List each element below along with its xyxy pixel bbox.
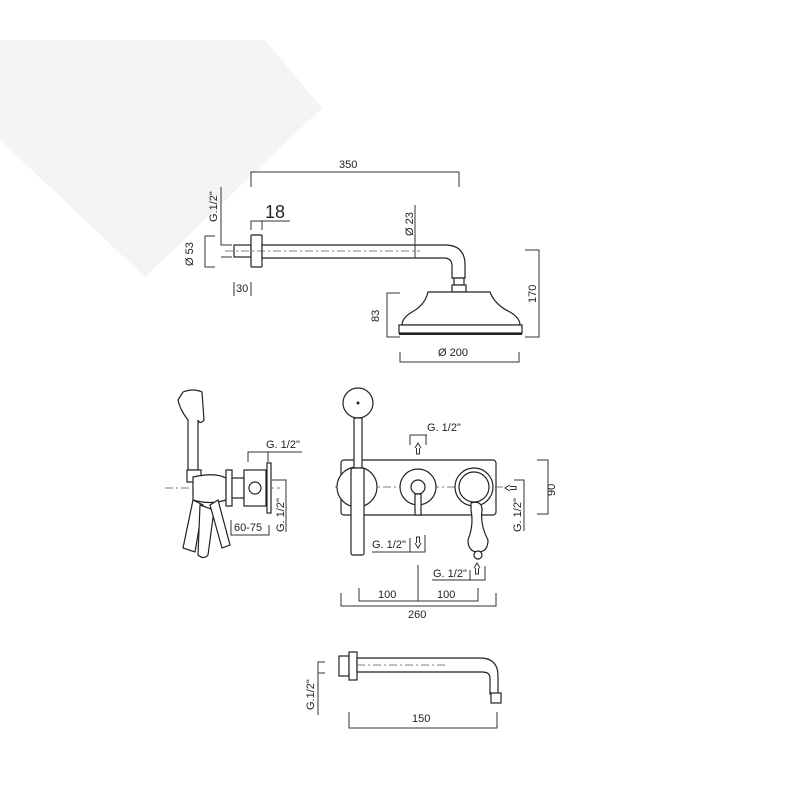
dim-plate-height: 90 (546, 484, 558, 496)
dim-front-thread-top: G. 1/2" (427, 422, 461, 434)
dim-pipe-diameter: Ø 23 (404, 212, 416, 236)
dim-front-thread-right: G. 1/2" (512, 498, 524, 532)
dim-front-thread-bottom-right: G. 1/2" (433, 568, 467, 580)
dim-arm-thread: G.1/2" (208, 191, 220, 222)
spout: G.1/2" 150 (305, 651, 502, 729)
dim-plate-width: 260 (408, 609, 426, 621)
dim-head-diameter: Ø 200 (438, 347, 468, 359)
dim-spacing-right: 100 (437, 589, 455, 601)
dim-total-drop: 170 (527, 285, 539, 303)
dim-flange-diameter: Ø 53 (184, 242, 196, 266)
shower-head: 83 170 Ø 200 (370, 249, 540, 363)
shower-arm: 350 G.1/2" 18 Ø 53 Ø 23 30 (184, 159, 466, 296)
dim-flange-thickness: 18 (265, 202, 285, 222)
dim-stub-length: 30 (236, 283, 248, 295)
dim-wall-depth: 60-75 (234, 522, 262, 534)
watermark-shape (0, 40, 322, 277)
dim-spout-length: 150 (412, 713, 430, 725)
side-view: G. 1/2" 60-75 G. 1/2" (165, 389, 302, 559)
dim-side-thread-vertical: G. 1/2" (275, 498, 287, 532)
dim-front-thread-bottom: G. 1/2" (372, 539, 406, 551)
dim-spout-thread: G.1/2" (305, 679, 317, 710)
dim-arm-length: 350 (339, 159, 357, 171)
dim-side-thread: G. 1/2" (266, 439, 300, 451)
dim-spacing-left: 100 (378, 589, 396, 601)
front-view: G. 1/2" G. 1/2" G. 1/2" G. 1/2" 90 100 1… (335, 387, 558, 621)
dim-head-height: 83 (370, 310, 382, 322)
